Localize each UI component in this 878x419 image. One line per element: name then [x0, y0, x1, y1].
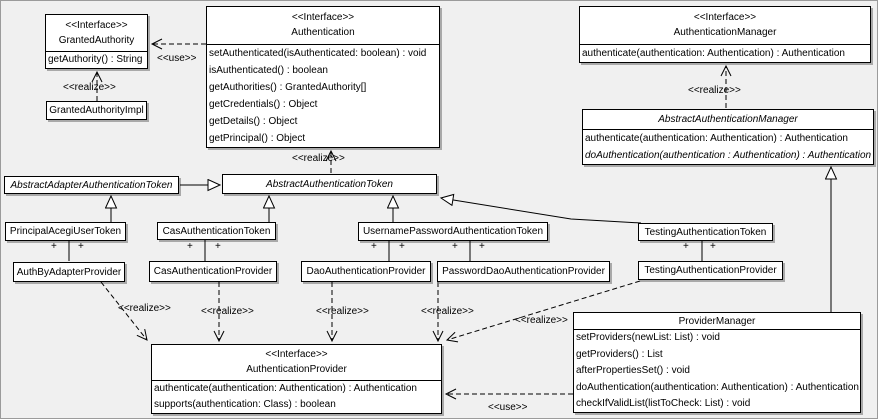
- method-compartment: authenticate(authentication: Authenticat…: [580, 44, 870, 62]
- method-compartment: getAuthority() : String: [46, 51, 147, 68]
- method: getAuthority() : String: [48, 54, 143, 65]
- class-name: CasAuthenticationToken: [162, 225, 271, 237]
- stereotype-label: <<Interface>>: [291, 12, 355, 23]
- class-name: GrantedAuthority: [58, 35, 135, 46]
- method: isAuthenticated() : boolean: [209, 65, 328, 76]
- class-header: AbstractAuthenticationManager: [583, 110, 873, 129]
- association-end-plus: +: [399, 241, 405, 252]
- association-end-plus: +: [710, 241, 716, 252]
- association-end-plus: +: [452, 241, 458, 252]
- method: authenticate(authentication: Authenticat…: [585, 133, 848, 144]
- association-end-plus: +: [683, 241, 689, 252]
- use-label: <<use>>: [157, 53, 197, 64]
- class-name: PasswordDaoAuthenticationProvider: [442, 266, 605, 277]
- use-label: <<use>>: [488, 402, 528, 413]
- class-abstract-authentication-token[interactable]: AbstractAuthenticationToken: [222, 174, 437, 194]
- method: setAuthenticated(isAuthenticated: boolea…: [209, 48, 427, 59]
- method-compartment: setProviders(newList: List) : void getPr…: [574, 329, 860, 412]
- realize-label: <<realize>>: [118, 303, 171, 314]
- class-provider-manager[interactable]: ProviderManager setProviders(newList: Li…: [573, 312, 861, 413]
- realize-label: <<realize>>: [316, 306, 369, 317]
- method-compartment: authenticate(authentication: Authenticat…: [152, 380, 441, 412]
- method-compartment: authenticate(authentication: Authenticat…: [583, 129, 873, 163]
- class-abstract-adapter-authentication-token[interactable]: AbstractAdapterAuthenticationToken: [4, 176, 179, 194]
- method: authenticate(authentication: Authenticat…: [154, 383, 417, 394]
- class-header: <<Interface>> GrantedAuthority: [46, 15, 147, 51]
- class-auth-by-adapter-provider[interactable]: AuthByAdapterProvider: [13, 262, 125, 282]
- class-name: ProviderManager: [678, 316, 756, 327]
- method: getCredentials() : Object: [209, 99, 318, 110]
- class-cas-authentication-provider[interactable]: CasAuthenticationProvider: [149, 261, 277, 282]
- method-compartment: setAuthenticated(isAuthenticated: boolea…: [207, 44, 439, 147]
- realize-label: <<realize>>: [201, 306, 254, 317]
- association-end-plus: +: [51, 241, 57, 252]
- method: getAuthorities() : GrantedAuthority[]: [209, 82, 367, 93]
- class-name: AuthenticationProvider: [246, 364, 347, 375]
- class-name: CasAuthenticationProvider: [153, 266, 273, 277]
- class-name: Authentication: [291, 27, 355, 38]
- class-header: ProviderManager: [574, 313, 860, 329]
- method: setProviders(newList: List) : void: [576, 332, 720, 343]
- class-password-dao-authentication-provider[interactable]: PasswordDaoAuthenticationProvider: [437, 261, 610, 282]
- method: supports(authentication: Class) : boolea…: [154, 399, 336, 410]
- class-name: TestingAuthenticationToken: [644, 226, 767, 238]
- method-abstract: doAuthentication(authentication : Authen…: [585, 150, 872, 161]
- class-granted-authority-impl[interactable]: GrantedAuthorityImpl: [46, 101, 147, 120]
- class-name: AuthByAdapterProvider: [16, 266, 122, 278]
- class-name: UsernamePasswordAuthenticationToken: [362, 226, 544, 237]
- class-principal-acegi-user-token[interactable]: PrincipalAcegiUserToken: [5, 222, 126, 241]
- class-name: TestingAuthenticationProvider: [644, 265, 777, 276]
- class-name: AuthenticationManager: [673, 27, 777, 38]
- class-header: <<Interface>> AuthenticationManager: [580, 7, 870, 44]
- class-dao-authentication-provider[interactable]: DaoAuthenticationProvider: [301, 261, 431, 282]
- class-cas-authentication-token[interactable]: CasAuthenticationToken: [157, 222, 276, 240]
- class-header: <<Interface>> Authentication: [207, 7, 439, 44]
- stereotype-label: <<Interface>>: [693, 12, 757, 23]
- class-username-password-authentication-token[interactable]: UsernamePasswordAuthenticationToken: [358, 222, 548, 241]
- association-end-plus: +: [479, 241, 485, 252]
- class-testing-authentication-token[interactable]: TestingAuthenticationToken: [638, 223, 773, 241]
- association-end-plus: +: [78, 241, 84, 252]
- method: afterPropertiesSet() : void: [576, 365, 690, 376]
- method: authenticate(authentication: Authenticat…: [582, 48, 845, 59]
- method: doAuthentication(authentication: Authent…: [576, 381, 859, 393]
- class-abstract-authentication-manager[interactable]: AbstractAuthenticationManager authentica…: [582, 109, 874, 165]
- class-name: GrantedAuthorityImpl: [49, 105, 144, 116]
- class-testing-authentication-provider[interactable]: TestingAuthenticationProvider: [638, 261, 783, 280]
- method: getProviders() : List: [576, 348, 663, 360]
- realize-label: <<realize>>: [688, 85, 741, 96]
- class-name: AbstractAuthenticationToken: [266, 178, 393, 190]
- association-end-plus: +: [215, 241, 221, 252]
- realize-label: <<realize>>: [63, 82, 116, 93]
- class-header: <<Interface>> AuthenticationProvider: [152, 345, 441, 380]
- class-name: PrincipalAcegiUserToken: [9, 226, 122, 237]
- class-granted-authority[interactable]: <<Interface>> GrantedAuthority getAuthor…: [45, 14, 148, 69]
- association-end-plus: +: [371, 241, 377, 252]
- class-name: DaoAuthenticationProvider: [306, 266, 426, 277]
- method: getDetails() : Object: [209, 116, 298, 127]
- class-authentication[interactable]: <<Interface>> Authentication setAuthenti…: [206, 6, 440, 148]
- association-end-plus: +: [187, 241, 193, 252]
- class-name: AbstractAuthenticationManager: [658, 114, 798, 125]
- realize-label: <<realize>>: [421, 306, 474, 317]
- method: getPrincipal() : Object: [209, 133, 306, 144]
- stereotype-label: <<Interface>>: [65, 20, 128, 31]
- edge-generalization-testingauthenticationtoken[interactable]: [441, 198, 642, 224]
- realize-label: <<realize>>: [515, 315, 568, 326]
- class-authentication-manager[interactable]: <<Interface>> AuthenticationManager auth…: [579, 6, 871, 63]
- class-name: AbstractAdapterAuthenticationToken: [10, 179, 173, 191]
- stereotype-label: <<Interface>>: [265, 349, 328, 360]
- realize-label: <<realize>>: [292, 153, 345, 164]
- class-authentication-provider[interactable]: <<Interface>> AuthenticationProvider aut…: [151, 344, 442, 414]
- method: checkIfValidList(listToCheck: List) : vo…: [576, 398, 751, 409]
